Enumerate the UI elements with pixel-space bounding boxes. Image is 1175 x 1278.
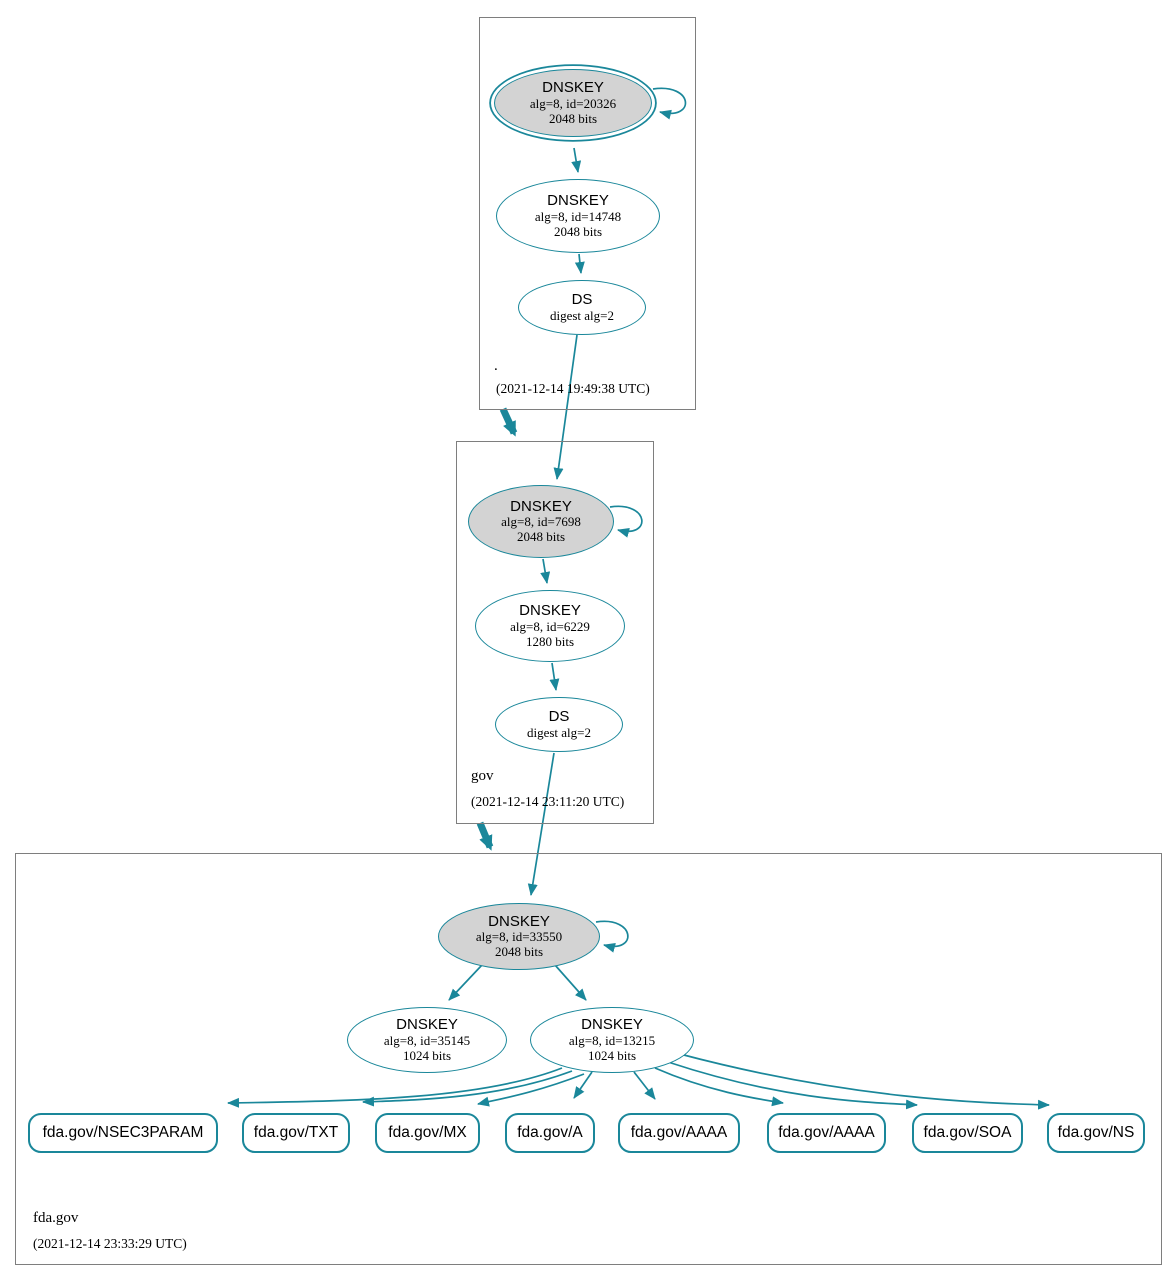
- gov-ds-node[interactable]: DS digest alg=2: [495, 697, 623, 752]
- node-alg-id: alg=8, id=20326: [529, 95, 617, 111]
- node-title: DNSKEY: [510, 497, 572, 515]
- node-title: DNSKEY: [547, 192, 609, 210]
- node-alg-id: alg=8, id=6229: [510, 618, 590, 634]
- root-zone-timestamp: (2021-12-14 19:49:38 UTC): [496, 381, 650, 396]
- gov-zone-name: gov: [471, 768, 494, 784]
- rrset-fda-soa[interactable]: fda.gov/SOA: [912, 1113, 1023, 1153]
- node-title: DNSKEY: [396, 1016, 458, 1034]
- node-alg-id: alg=8, id=13215: [568, 1032, 656, 1048]
- rrset-fda-nsec3param[interactable]: fda.gov/NSEC3PARAM: [28, 1113, 218, 1153]
- node-title: DNSKEY: [542, 79, 604, 97]
- zone-box-gov: [456, 441, 654, 824]
- edge-root-zone-to-gov-zone: [499, 407, 518, 437]
- node-alg-id: alg=8, id=14748: [534, 208, 622, 224]
- root-zone-name: .: [494, 358, 498, 374]
- edge-gov-zone-to-fda-zone: [476, 821, 494, 851]
- node-title: DNSKEY: [581, 1016, 643, 1034]
- rrset-fda-a[interactable]: fda.gov/A: [505, 1113, 595, 1153]
- fda-zsk1-dnskey-node[interactable]: DNSKEY alg=8, id=35145 1024 bits: [347, 1007, 507, 1073]
- node-bits: 2048 bits: [548, 110, 598, 126]
- fda-zone-name: fda.gov: [33, 1210, 79, 1226]
- node-title: DS: [571, 291, 593, 309]
- gov-zone-timestamp: (2021-12-14 23:11:20 UTC): [471, 794, 625, 809]
- zone-box-fda: [15, 853, 1162, 1265]
- node-digest: digest alg=2: [549, 307, 615, 323]
- node-title: DS: [548, 708, 570, 726]
- node-bits: 2048 bits: [553, 223, 603, 239]
- node-alg-id: alg=8, id=7698: [501, 514, 581, 530]
- rrset-fda-mx[interactable]: fda.gov/MX: [375, 1113, 480, 1153]
- fda-zone-timestamp: (2021-12-14 23:33:29 UTC): [33, 1236, 187, 1251]
- node-alg-id: alg=8, id=35145: [383, 1032, 471, 1048]
- node-bits: 1024 bits: [587, 1047, 637, 1063]
- fda-ksk-dnskey-node[interactable]: DNSKEY alg=8, id=33550 2048 bits: [438, 903, 600, 970]
- node-bits: 1280 bits: [525, 633, 575, 649]
- node-title: DNSKEY: [488, 912, 550, 930]
- rrset-fda-txt[interactable]: fda.gov/TXT: [242, 1113, 350, 1153]
- gov-ksk-dnskey-node[interactable]: DNSKEY alg=8, id=7698 2048 bits: [468, 485, 614, 558]
- rrset-fda-ns[interactable]: fda.gov/NS: [1047, 1113, 1145, 1153]
- node-bits: 2048 bits: [516, 529, 566, 545]
- rrset-fda-aaaa-1[interactable]: fda.gov/AAAA: [618, 1113, 740, 1153]
- rrset-fda-aaaa-2[interactable]: fda.gov/AAAA: [767, 1113, 886, 1153]
- root-zsk-dnskey-node[interactable]: DNSKEY alg=8, id=14748 2048 bits: [496, 179, 660, 253]
- node-alg-id: alg=8, id=33550: [475, 929, 563, 945]
- root-ds-node[interactable]: DS digest alg=2: [518, 280, 646, 335]
- node-bits: 1024 bits: [402, 1047, 452, 1063]
- zone-box-root: [479, 17, 696, 410]
- node-bits: 2048 bits: [494, 944, 544, 960]
- fda-zsk2-dnskey-node[interactable]: DNSKEY alg=8, id=13215 1024 bits: [530, 1007, 694, 1073]
- gov-zsk-dnskey-node[interactable]: DNSKEY alg=8, id=6229 1280 bits: [475, 590, 625, 662]
- node-digest: digest alg=2: [526, 724, 592, 740]
- root-ksk-dnskey-node[interactable]: DNSKEY alg=8, id=20326 2048 bits: [494, 69, 652, 137]
- node-title: DNSKEY: [519, 602, 581, 620]
